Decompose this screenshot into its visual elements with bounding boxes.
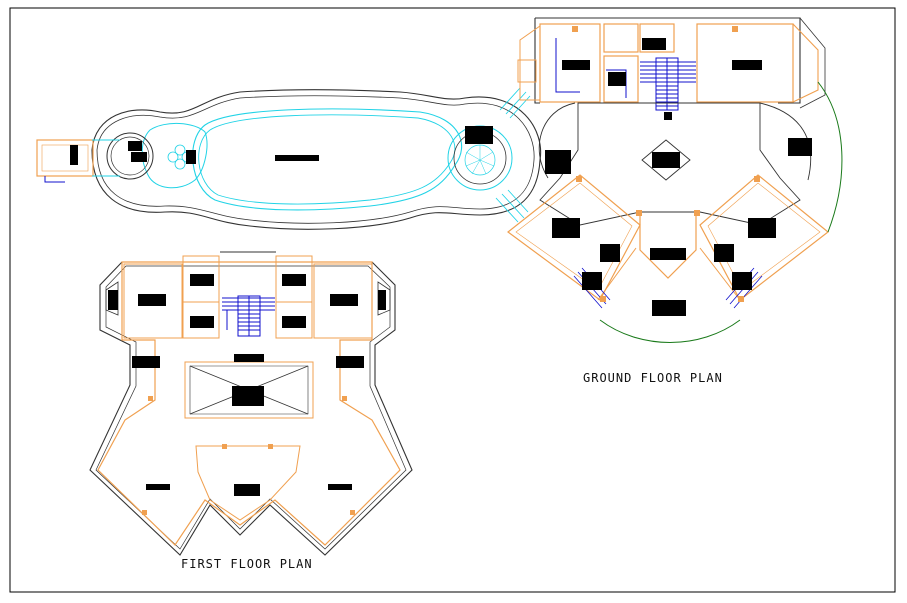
ground-floor-plan xyxy=(507,17,843,343)
first-floor-plan xyxy=(89,251,413,556)
pool-deck xyxy=(36,87,542,230)
ground-floor-plan-label: GROUND FLOOR PLAN xyxy=(583,371,723,385)
sheet-border xyxy=(9,7,896,593)
first-floor-plan-label: FIRST FLOOR PLAN xyxy=(181,557,313,571)
